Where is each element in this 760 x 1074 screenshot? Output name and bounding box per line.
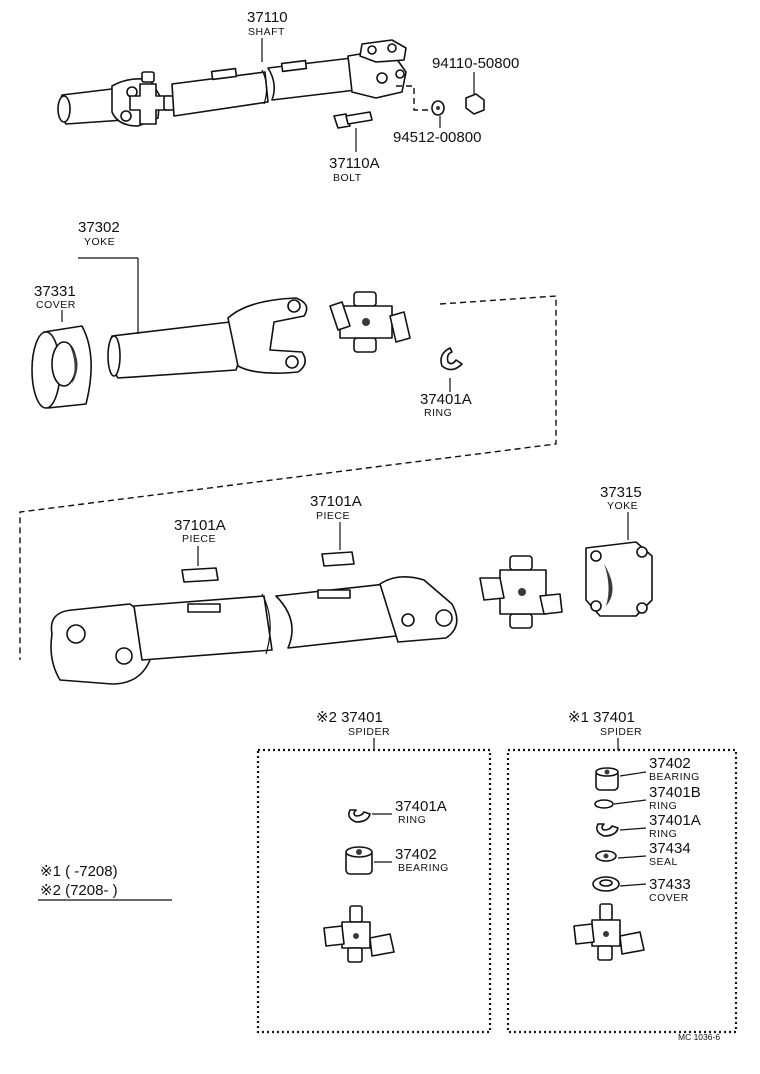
spider-1-name: SPIDER: [600, 726, 642, 738]
spider-1-part: [573, 903, 645, 961]
date-legend: ※1 ( -7208) ※2 (7208- ): [38, 863, 172, 901]
spider-1-ring-b-part: [594, 799, 614, 809]
front-yoke-name: YOKE: [84, 236, 115, 248]
spider-1-cover-part: [592, 876, 620, 892]
tube-assembly: [50, 541, 653, 685]
propeller-shaft-assembly: [57, 39, 485, 129]
front-yoke-part-number: 37302: [78, 219, 120, 236]
spider-2-part-number: ※2 37401: [316, 709, 383, 726]
spider-2-bearing-part-number: 37402: [395, 846, 437, 863]
spider-2-bearing-name: BEARING: [398, 862, 449, 874]
piece-2-name: PIECE: [316, 510, 350, 522]
shaft-name: SHAFT: [248, 26, 285, 38]
spider-1-bearing-part: [595, 767, 619, 791]
spider-1-bearing-part-number: 37402: [649, 755, 691, 772]
spider-2-name: SPIDER: [348, 726, 390, 738]
washer-part-number: 94512-00800: [393, 129, 481, 146]
bolt-part-number: 37110A: [329, 155, 380, 172]
legend-row-1: ※1 ( -7208): [40, 863, 118, 880]
front-spider-part: [329, 291, 411, 353]
spider-2-ring-name: RING: [398, 814, 426, 826]
rear-spider-part: [479, 555, 563, 629]
piece-part-2: [321, 551, 355, 567]
nut-part: [465, 93, 485, 115]
spider-1-ring-b-name: RING: [649, 800, 677, 812]
spider-kit-2-box: [256, 748, 492, 1034]
spider-1-ring-a-name: RING: [649, 828, 677, 840]
front-ring-part: [440, 347, 463, 371]
spider-2-part: [323, 905, 395, 963]
spider-1-ring-b-part-number: 37401B: [649, 784, 701, 801]
spider-kit-1-box: [506, 748, 738, 1034]
cover-part: [31, 325, 92, 409]
rear-yoke-part-number: 37315: [600, 484, 642, 501]
nut-part-number: 94110-50800: [432, 55, 519, 72]
spider-1-seal-part: [595, 850, 617, 862]
spider-1-ring-a-part: [596, 823, 619, 837]
front-ring-part-number: 37401A: [420, 391, 472, 408]
spider-1-cover-part-number: 37433: [649, 876, 691, 893]
spider-1-seal-part-number: 37434: [649, 840, 691, 857]
spider-1-bearing-name: BEARING: [649, 771, 700, 783]
bolt-part: [333, 111, 373, 129]
spider-1-part-number: ※1 37401: [568, 709, 635, 726]
spider-1-cover-name: COVER: [649, 892, 689, 904]
piece-part-1: [181, 567, 219, 583]
front-ring-name: RING: [424, 407, 452, 419]
piece-1-name: PIECE: [182, 533, 216, 545]
rear-yoke-part: [585, 541, 653, 617]
spider-1-ring-a-part-number: 37401A: [649, 812, 701, 829]
piece-2-part-number: 37101A: [310, 493, 362, 510]
spider-1-seal-name: SEAL: [649, 856, 678, 868]
diagram-code: MC 1036-6: [678, 1032, 720, 1042]
bolt-name: BOLT: [333, 172, 362, 184]
cover-name: COVER: [36, 299, 76, 311]
spider-2-ring-part: [348, 809, 371, 823]
legend-row-2: ※2 (7208- ): [40, 882, 118, 899]
shaft-part-number: 37110: [247, 9, 288, 26]
spider-2-bearing-part: [345, 846, 373, 875]
spider-2-ring-part-number: 37401A: [395, 798, 447, 815]
rear-yoke-name: YOKE: [607, 500, 638, 512]
piece-1-part-number: 37101A: [174, 517, 226, 534]
cover-part-number: 37331: [34, 283, 76, 300]
front-yoke-assembly: [31, 291, 463, 409]
